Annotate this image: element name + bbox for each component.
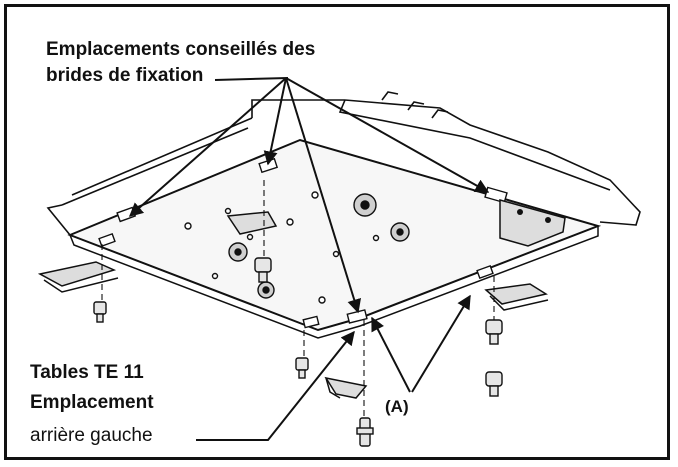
mounting-clamps xyxy=(37,211,549,399)
marker-a-label: (A) xyxy=(385,397,409,416)
mounting-screws xyxy=(93,257,503,447)
rear-right-bracket xyxy=(499,199,566,247)
diagram-frame xyxy=(4,4,670,460)
plate-holes xyxy=(184,191,410,304)
leader-underline-top xyxy=(214,77,289,81)
recommended-clamp-title-line2: brides de fixation xyxy=(46,65,204,86)
rear-left-label: arrière gauche xyxy=(30,425,153,446)
leader-arrows-a xyxy=(371,294,471,393)
location-label: Emplacement xyxy=(30,392,154,413)
leader-line-bottom-left xyxy=(196,330,355,441)
plate-front-lip xyxy=(69,226,599,339)
housing-back-edge xyxy=(46,91,641,236)
recommended-clamp-title-line1: Emplacements conseillés des xyxy=(46,39,316,60)
leader-arrows-recommended xyxy=(128,77,490,314)
tables-model-label: Tables TE 11 xyxy=(30,362,144,383)
alignment-lines xyxy=(101,180,495,418)
